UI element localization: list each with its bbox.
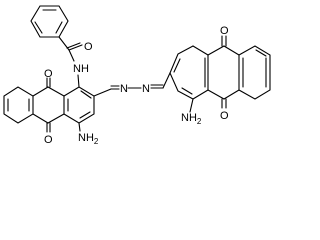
anthraquinone-right-middle-ring <box>192 35 240 109</box>
azine-n2-label: N <box>142 83 150 95</box>
anthraquinone-left-inner-ring <box>63 86 95 124</box>
ring2-top-oxygen-label: O <box>220 25 229 37</box>
ring1-amino-label: NH2 <box>78 132 99 146</box>
benzoyl-ring <box>30 5 69 38</box>
azine-n1-label: N <box>120 83 128 95</box>
ring1-amino-bond <box>78 122 81 132</box>
anthraquinone-right-inner-ring <box>169 45 194 100</box>
amide-linker <box>58 36 83 62</box>
amide-nh-label: NH <box>73 63 89 75</box>
chemical-structure: O NH O O NH2 N N <box>3 5 271 146</box>
anthraquinone-left-middle-ring <box>32 77 65 133</box>
amide-oxygen-label: O <box>84 41 93 53</box>
azine-bridge <box>93 72 171 97</box>
ring2-bottom-oxygen-label: O <box>220 110 229 122</box>
ring2-amino-bond <box>189 98 194 113</box>
anthraquinone-right-outer-ring <box>238 45 271 100</box>
ring1-bottom-oxygen-label: O <box>44 134 53 146</box>
ring1-top-oxygen-label: O <box>44 68 53 80</box>
ring2-amino-label: NH2 <box>181 112 202 126</box>
amide-n-to-ring-bond <box>77 74 80 88</box>
anthraquinone-left-outer-ring <box>3 86 34 124</box>
